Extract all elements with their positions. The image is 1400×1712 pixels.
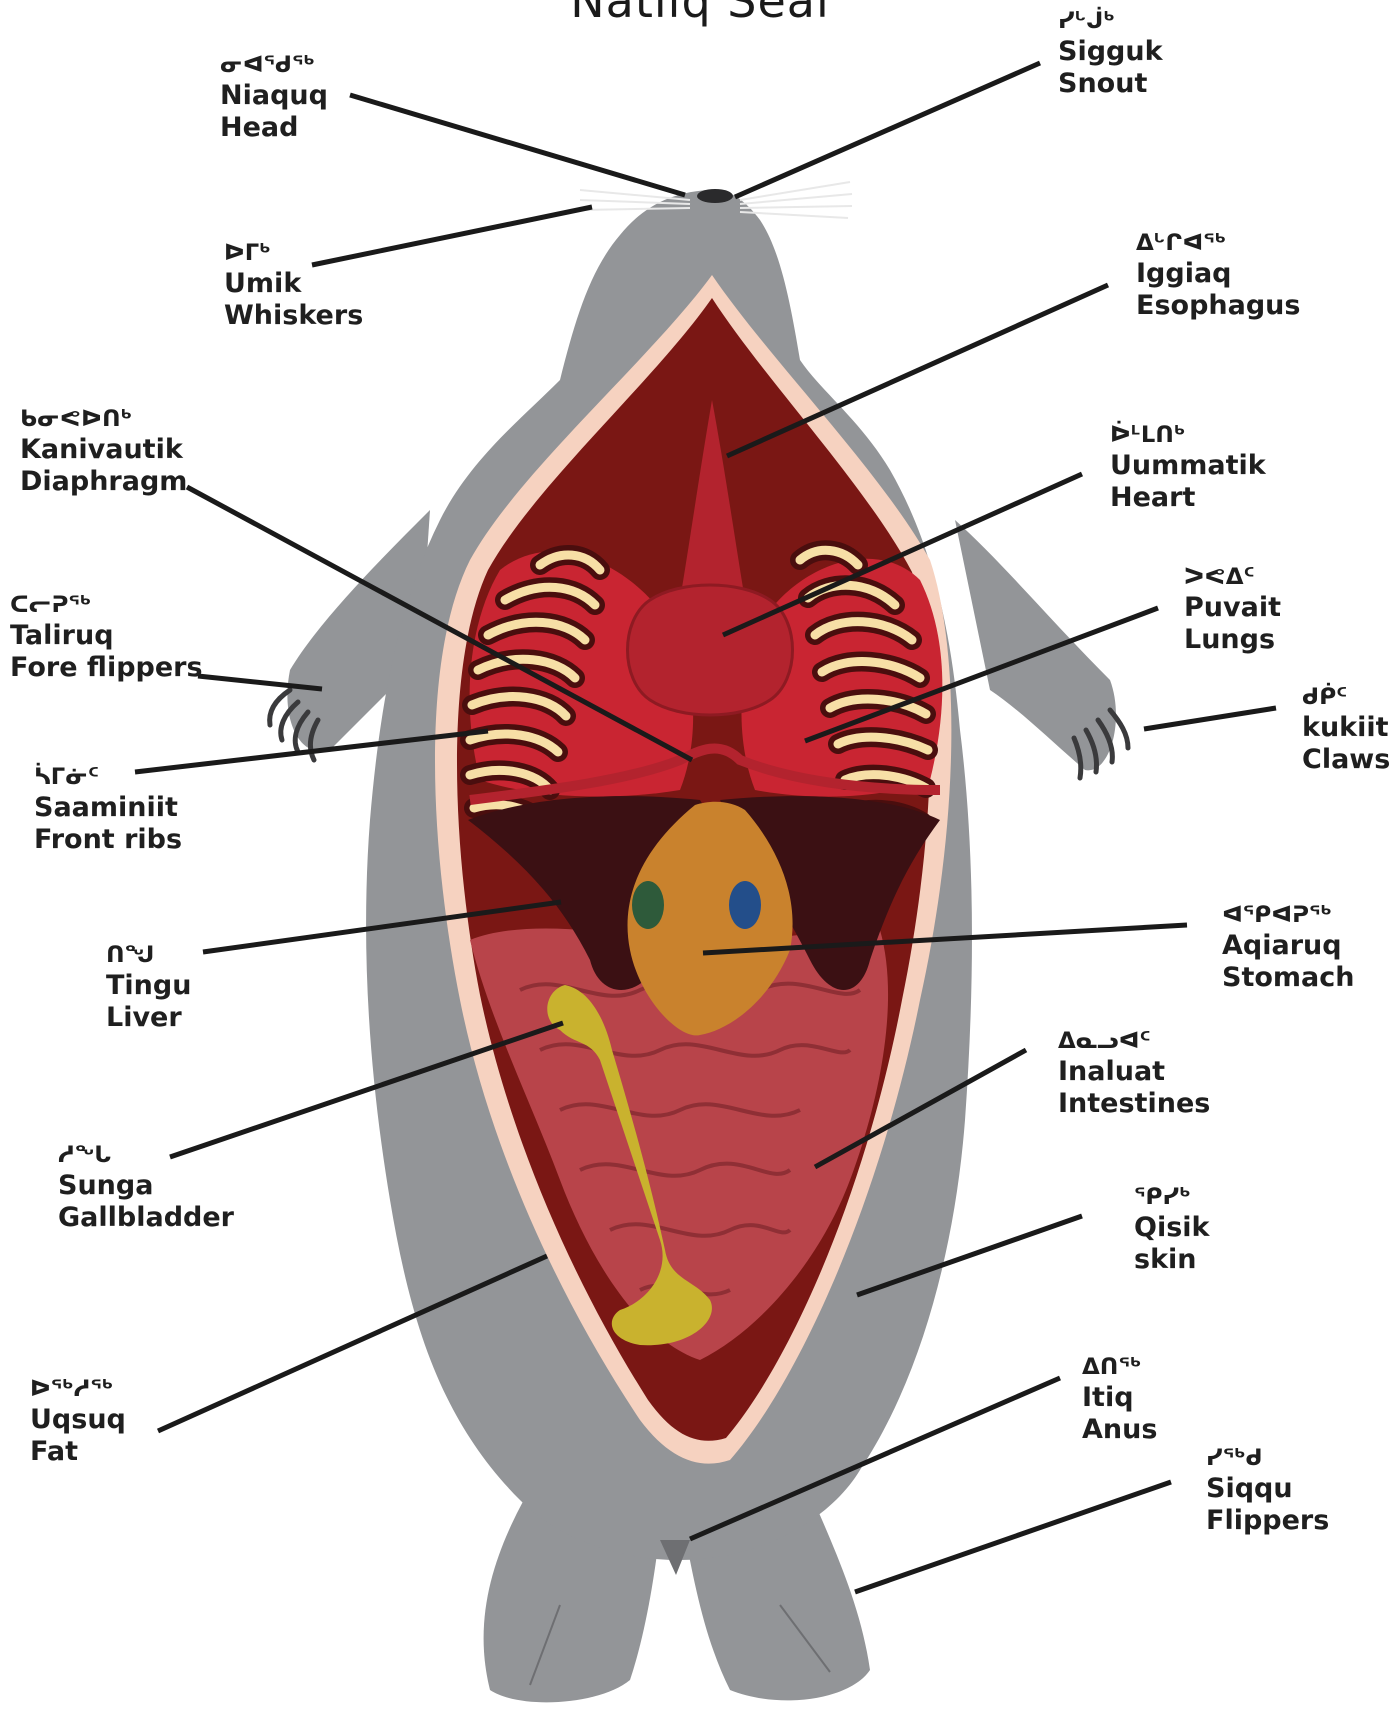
label-fat: ᐅᖅᓱᖅ Uqsuq Fat xyxy=(30,1374,126,1468)
label-flippers-inuktitut: Siqqu xyxy=(1206,1473,1329,1505)
label-intestines: ᐃᓇᓗᐊᑦ Inaluat Intestines xyxy=(1058,1026,1210,1120)
kidney-right xyxy=(729,881,761,929)
label-skin: ᕿᓯᒃ Qisik skin xyxy=(1134,1182,1210,1276)
label-anus-english: Anus xyxy=(1082,1414,1157,1446)
label-liver-inuktitut: Tingu xyxy=(106,970,191,1002)
label-gallbladder-english: Gallbladder xyxy=(58,1202,234,1234)
kidney-left xyxy=(632,881,664,929)
label-liver-english: Liver xyxy=(106,1002,191,1034)
label-stomach-syllabics: ᐊᕿᐊᕈᖅ xyxy=(1222,900,1354,930)
label-claws-english: Claws xyxy=(1302,744,1390,776)
label-front-ribs-syllabics: ᓵᒥᓃᑦ xyxy=(34,762,182,792)
label-fore-flippers: ᑕᓕᕈᖅ Taliruq Fore flippers xyxy=(10,590,203,684)
leader-snout xyxy=(735,63,1040,197)
leader-head xyxy=(350,95,685,195)
label-lungs-inuktitut: Puvait xyxy=(1184,592,1281,624)
label-skin-syllabics: ᕿᓯᒃ xyxy=(1134,1182,1210,1212)
label-snout-english: Snout xyxy=(1058,68,1163,100)
label-claws-syllabics: ᑯᑮᑦ xyxy=(1302,682,1390,712)
label-lungs: ᐳᕙᐃᑦ Puvait Lungs xyxy=(1184,562,1281,656)
label-front-ribs: ᓵᒥᓃᑦ Saaminiit Front ribs xyxy=(34,762,182,856)
label-fat-syllabics: ᐅᖅᓱᖅ xyxy=(30,1374,126,1404)
label-heart: ᐆᒻᒪᑎᒃ Uummatik Heart xyxy=(1110,420,1266,514)
label-anus-inuktitut: Itiq xyxy=(1082,1382,1157,1414)
label-gallbladder-syllabics: ᓱᖓ xyxy=(58,1140,234,1170)
label-diaphragm-english: Diaphragm xyxy=(20,466,187,498)
label-whiskers-english: Whiskers xyxy=(224,300,363,332)
label-diaphragm-syllabics: ᑲᓂᕙᐅᑎᒃ xyxy=(20,404,187,434)
label-head: ᓂᐊᖁᖅ Niaquq Head xyxy=(220,50,328,144)
label-flippers-syllabics: ᓯᖅᑯ xyxy=(1206,1443,1329,1473)
label-snout-syllabics: ᓯᒡᒎᒃ xyxy=(1058,6,1163,36)
label-esophagus: ᐃᒡᒋᐊᖅ Iggiaq Esophagus xyxy=(1136,228,1300,322)
label-intestines-syllabics: ᐃᓇᓗᐊᑦ xyxy=(1058,1026,1210,1056)
label-intestines-inuktitut: Inaluat xyxy=(1058,1056,1210,1088)
label-snout: ᓯᒡᒎᒃ Sigguk Snout xyxy=(1058,6,1163,100)
label-stomach: ᐊᕿᐊᕈᖅ Aqiaruq Stomach xyxy=(1222,900,1354,994)
label-esophagus-inuktitut: Iggiaq xyxy=(1136,258,1300,290)
label-esophagus-syllabics: ᐃᒡᒋᐊᖅ xyxy=(1136,228,1300,258)
label-anus: ᐃᑎᖅ Itiq Anus xyxy=(1082,1352,1157,1446)
label-liver: ᑎᖑ Tingu Liver xyxy=(106,940,191,1034)
label-front-ribs-inuktitut: Saaminiit xyxy=(34,792,182,824)
label-anus-syllabics: ᐃᑎᖅ xyxy=(1082,1352,1157,1382)
label-claws: ᑯᑮᑦ kukiit Claws xyxy=(1302,682,1390,776)
label-whiskers-syllabics: ᐅᒥᒃ xyxy=(224,238,363,268)
label-heart-inuktitut: Uummatik xyxy=(1110,450,1266,482)
label-skin-english: skin xyxy=(1134,1244,1210,1276)
label-lungs-english: Lungs xyxy=(1184,624,1281,656)
nose xyxy=(697,189,733,203)
leader-claws xyxy=(1144,708,1276,729)
fore-flipper-right xyxy=(955,520,1116,770)
label-snout-inuktitut: Sigguk xyxy=(1058,36,1163,68)
label-claws-inuktitut: kukiit xyxy=(1302,712,1390,744)
leader-flippers xyxy=(855,1482,1171,1592)
label-flippers: ᓯᖅᑯ Siqqu Flippers xyxy=(1206,1443,1329,1537)
label-head-syllabics: ᓂᐊᖁᖅ xyxy=(220,50,328,80)
label-intestines-english: Intestines xyxy=(1058,1088,1210,1120)
label-heart-english: Heart xyxy=(1110,482,1266,514)
label-fat-english: Fat xyxy=(30,1436,126,1468)
label-lungs-syllabics: ᐳᕙᐃᑦ xyxy=(1184,562,1281,592)
label-whiskers: ᐅᒥᒃ Umik Whiskers xyxy=(224,238,363,332)
label-diaphragm-inuktitut: Kanivautik xyxy=(20,434,187,466)
label-head-english: Head xyxy=(220,112,328,144)
label-esophagus-english: Esophagus xyxy=(1136,290,1300,322)
label-flippers-english: Flippers xyxy=(1206,1505,1329,1537)
label-gallbladder-inuktitut: Sunga xyxy=(58,1170,234,1202)
label-front-ribs-english: Front ribs xyxy=(34,824,182,856)
label-fore-flippers-syllabics: ᑕᓕᕈᖅ xyxy=(10,590,203,620)
label-heart-syllabics: ᐆᒻᒪᑎᒃ xyxy=(1110,420,1266,450)
diagram-title: Natiiq Seal xyxy=(0,0,1400,28)
label-gallbladder: ᓱᖓ Sunga Gallbladder xyxy=(58,1140,234,1234)
label-skin-inuktitut: Qisik xyxy=(1134,1212,1210,1244)
heart xyxy=(628,585,793,715)
label-liver-syllabics: ᑎᖑ xyxy=(106,940,191,970)
label-stomach-english: Stomach xyxy=(1222,962,1354,994)
label-whiskers-inuktitut: Umik xyxy=(224,268,363,300)
label-fat-inuktitut: Uqsuq xyxy=(30,1404,126,1436)
label-stomach-inuktitut: Aqiaruq xyxy=(1222,930,1354,962)
label-diaphragm: ᑲᓂᕙᐅᑎᒃ Kanivautik Diaphragm xyxy=(20,404,187,498)
label-fore-flippers-english: Fore flippers xyxy=(10,652,203,684)
label-head-inuktitut: Niaquq xyxy=(220,80,328,112)
label-fore-flippers-inuktitut: Taliruq xyxy=(10,620,203,652)
